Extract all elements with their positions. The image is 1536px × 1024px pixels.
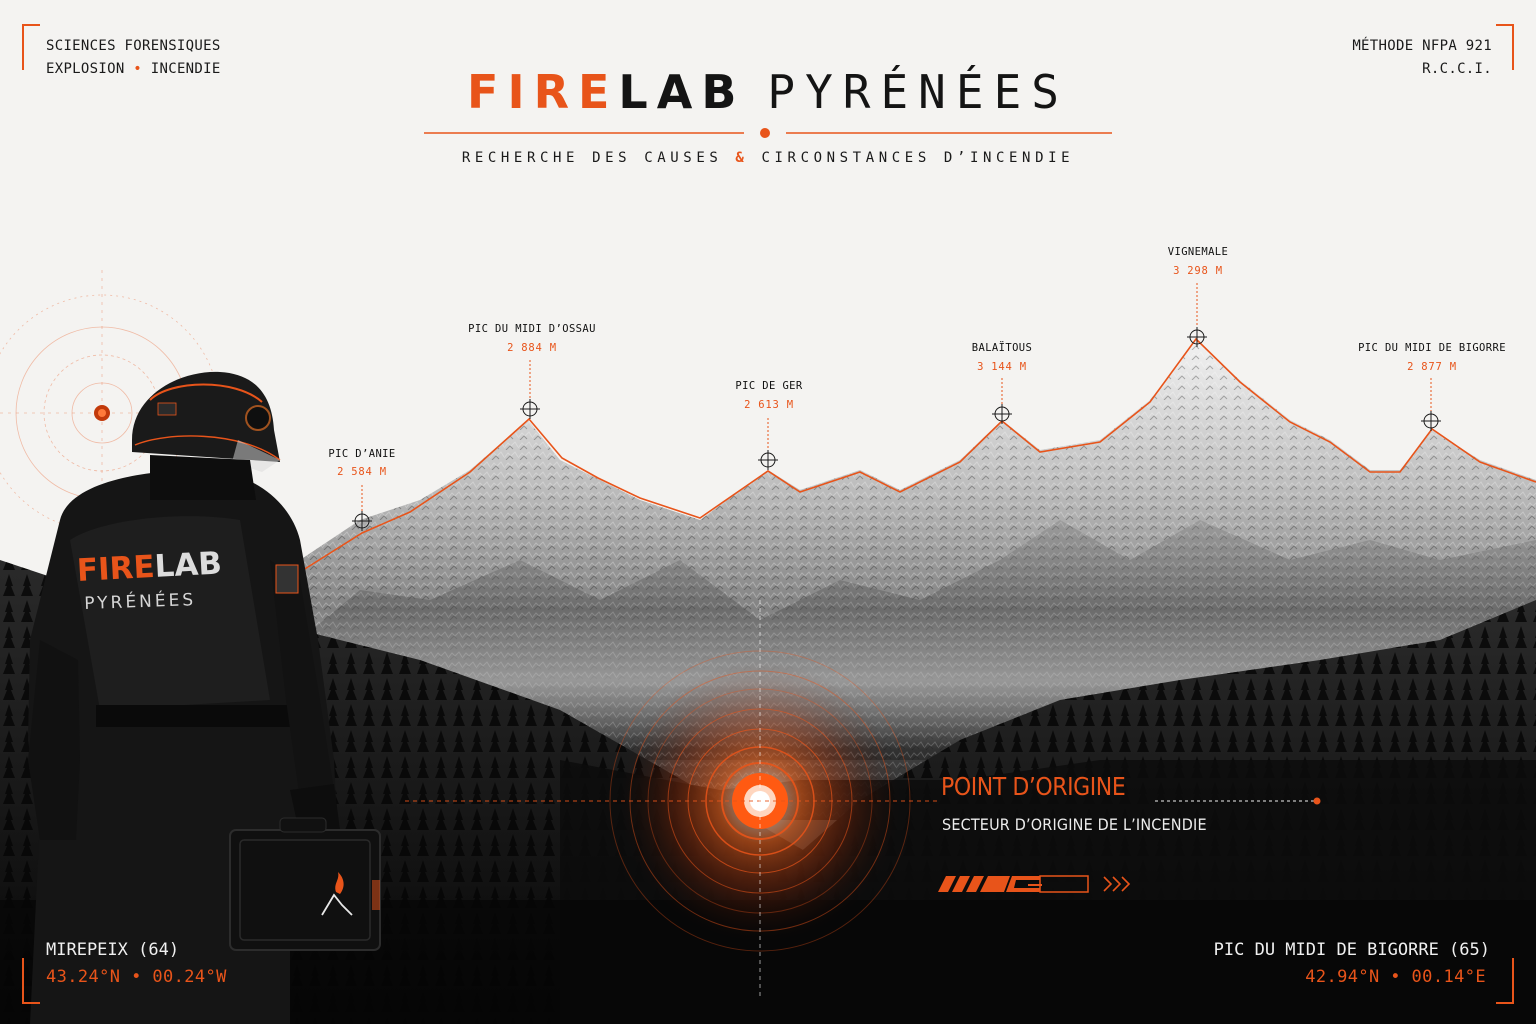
peak-label-ossau: PIC DU MIDI D’OSSAU bbox=[468, 323, 596, 335]
corner-bracket-tr bbox=[1496, 24, 1514, 70]
right-location: PIC DU MIDI DE BIGORRE (65) bbox=[1213, 940, 1490, 960]
tagline-forensic: SCIENCES FORENSIQUES bbox=[46, 38, 221, 54]
peak-altitude-ossau: 2 884 M bbox=[507, 342, 557, 354]
corner-bracket-bl bbox=[22, 958, 40, 1004]
peak-altitude-ger: 2 613 M bbox=[744, 399, 794, 411]
origin-title: POINT D’ORIGINE bbox=[941, 772, 1126, 801]
peak-label-bigorre: PIC DU MIDI DE BIGORRE bbox=[1358, 342, 1506, 354]
peak-label-balaitous: BALAÏTOUS bbox=[971, 342, 1033, 354]
left-coordinates: 43.24°N • 00.24°W bbox=[46, 967, 227, 987]
origin-subtitle: SECTEUR D’ORIGINE DE L’INCENDIE bbox=[942, 815, 1207, 834]
top-right-tagline: MÉTHODE NFPA 921 R.C.C.I. bbox=[1352, 35, 1492, 81]
peak-altitude-anie: 2 584 M bbox=[337, 466, 387, 478]
left-location: MIREPEIX (64) bbox=[46, 940, 180, 960]
peak-altitude-vignemale: 3 298 M bbox=[1173, 265, 1223, 277]
peak-label-vignemale: VIGNEMALE bbox=[1167, 246, 1229, 258]
peak-markers bbox=[352, 283, 1441, 531]
forensic-case bbox=[229, 817, 381, 951]
peak-label-anie: PIC D’ANIE bbox=[328, 448, 396, 460]
top-left-tagline: SCIENCES FORENSIQUES EXPLOSION • INCENDI… bbox=[46, 35, 221, 81]
jacket-logo: FIRELAB bbox=[76, 545, 223, 589]
firefighter-figure bbox=[28, 371, 381, 1024]
tagline-rcci: R.C.C.I. bbox=[1422, 61, 1492, 77]
page-title: FIRELAB PYRÉNÉES bbox=[0, 62, 1536, 122]
corner-bracket-br bbox=[1496, 958, 1514, 1004]
title-lab: LAB bbox=[618, 65, 746, 119]
title-pyrenees: PYRÉNÉES bbox=[767, 65, 1069, 119]
peak-label-ger: PIC DE GER bbox=[735, 380, 803, 392]
jacket-pyrenees: PYRÉNÉES bbox=[84, 590, 197, 614]
right-coordinates: 42.94°N • 00.14°E bbox=[1305, 967, 1486, 987]
origin-target bbox=[405, 600, 1321, 1000]
peak-altitude-balaitous: 3 144 M bbox=[977, 361, 1027, 373]
title-fire: FIRE bbox=[467, 65, 619, 119]
progress-slashes bbox=[938, 875, 1089, 893]
page-subtitle: RECHERCHE DES CAUSES & CIRCONSTANCES D’I… bbox=[461, 150, 1075, 166]
tagline-method: MÉTHODE NFPA 921 bbox=[1352, 38, 1492, 54]
corner-bracket-tl bbox=[22, 24, 40, 70]
ridge-outline bbox=[299, 337, 1536, 573]
chevrons-icon bbox=[1103, 876, 1131, 892]
tagline-explosion-fire: EXPLOSION • INCENDIE bbox=[46, 61, 221, 77]
peak-altitude-bigorre: 2 877 M bbox=[1407, 361, 1457, 373]
